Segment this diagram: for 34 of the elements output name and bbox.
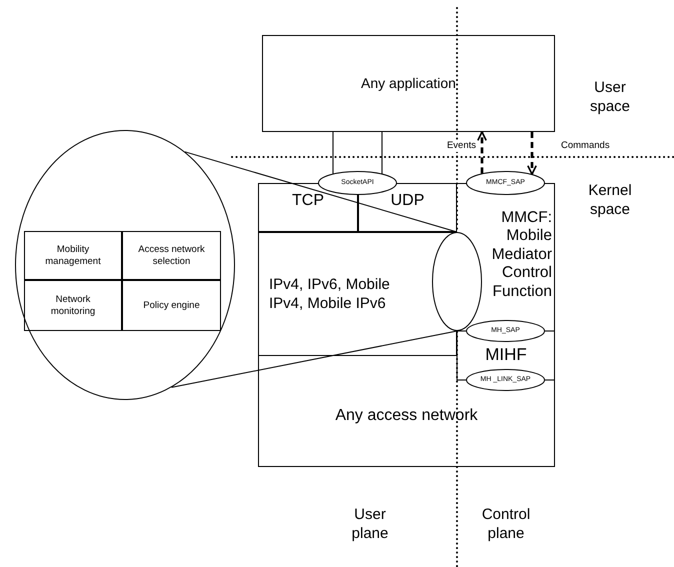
layer-label: TCP [292,191,324,211]
connector-line [544,330,556,332]
region-label: Kernel space [587,181,633,219]
sap-ellipse [466,320,545,342]
layer-label: MIHF [485,344,527,366]
sap-ellipse [466,369,545,391]
connector-line [456,330,466,380]
edge-label: Events [446,140,477,152]
arrow [477,131,487,174]
function-label: Mobility management [44,244,102,268]
connector-line [332,132,334,174]
region-label: Control plane [481,505,531,543]
leader-line [184,151,458,232]
function-label: Network monitoring [50,294,96,318]
arrow [527,132,537,175]
function-label: Policy engine [143,300,200,312]
zoom-ellipse [432,232,482,331]
layer-label: UDP [390,191,424,211]
layer-box [262,35,555,132]
table-cell [24,231,122,280]
layer-label: IPv4, IPv6, Mobile IPv4, Mobile IPv6 [269,274,391,314]
table-cell [122,231,221,280]
layer-label: Any application [361,74,456,93]
table-cell [122,280,221,331]
region-label: User space [588,78,632,116]
leader-line [171,330,458,388]
layer-label: MMCF: Mobile Mediator Control Function [490,208,552,302]
magnifier-circle [15,130,235,400]
sap-ellipse [466,171,545,195]
region-label: User plane [350,505,390,543]
function-label: Access network selection [137,244,206,268]
table-cell [24,280,122,331]
layer-label: Any access network [335,406,478,426]
sap-ellipse [318,171,397,195]
